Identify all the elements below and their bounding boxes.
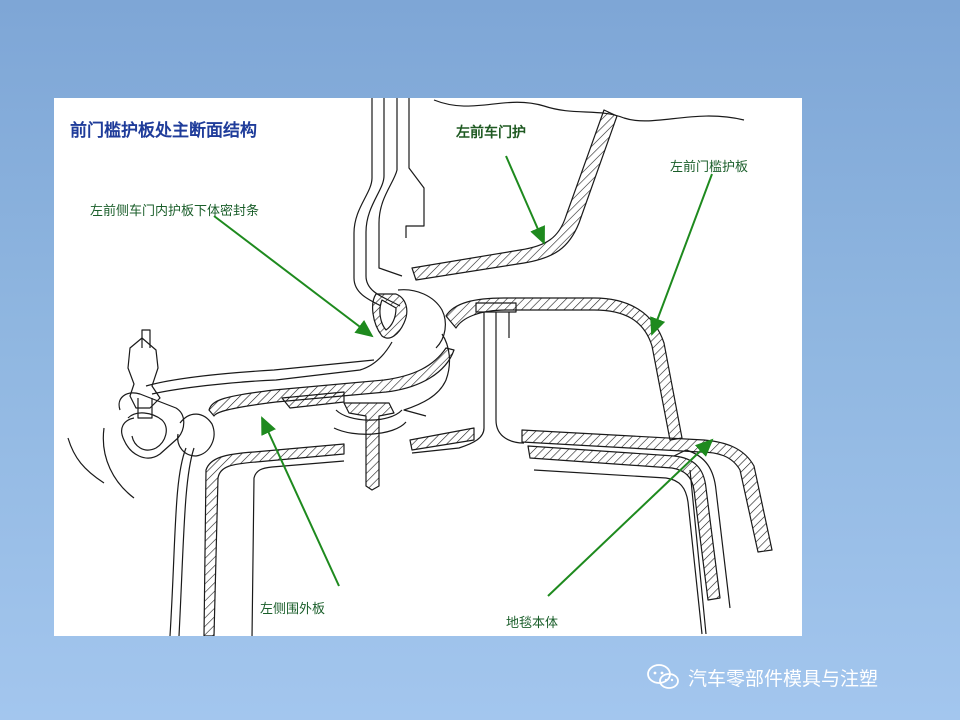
break-line (433, 99, 745, 122)
lower-outer-panel (203, 443, 345, 636)
leader-door-trim (505, 155, 545, 245)
door-trim (411, 109, 618, 281)
label-side-outer: 左侧围外板 (260, 602, 326, 617)
sill-clip (127, 337, 161, 409)
wechat-icon (647, 664, 679, 689)
leader-carpet (547, 438, 714, 597)
diagram-panel: 前门槛护板处主断面结构 左前侧车门内护板下体密封条 左前车门护 左前门槛护板 左… (54, 98, 802, 636)
fastener (343, 402, 395, 491)
sill-trim (445, 297, 683, 441)
leader-sill-trim (650, 173, 713, 336)
leader-door-seal (213, 215, 374, 338)
label-sill-trim: 左前门槛护板 (670, 160, 749, 175)
side-outer-panel (208, 347, 455, 417)
label-door-trim: 左前车门护 (456, 125, 526, 141)
watermark: 汽车零部件模具与注塑 (646, 662, 878, 692)
leader-side-outer (261, 416, 340, 587)
watermark-text: 汽车零部件模具与注塑 (688, 667, 879, 690)
door-inner-panel (353, 98, 395, 314)
label-carpet: 地毯本体 (506, 616, 559, 631)
label-door-seal: 左前侧车门内护板下体密封条 (90, 204, 260, 219)
cross-section-diagram (67, 98, 773, 636)
diagram-title: 前门槛护板处主断面结构 (70, 121, 257, 141)
